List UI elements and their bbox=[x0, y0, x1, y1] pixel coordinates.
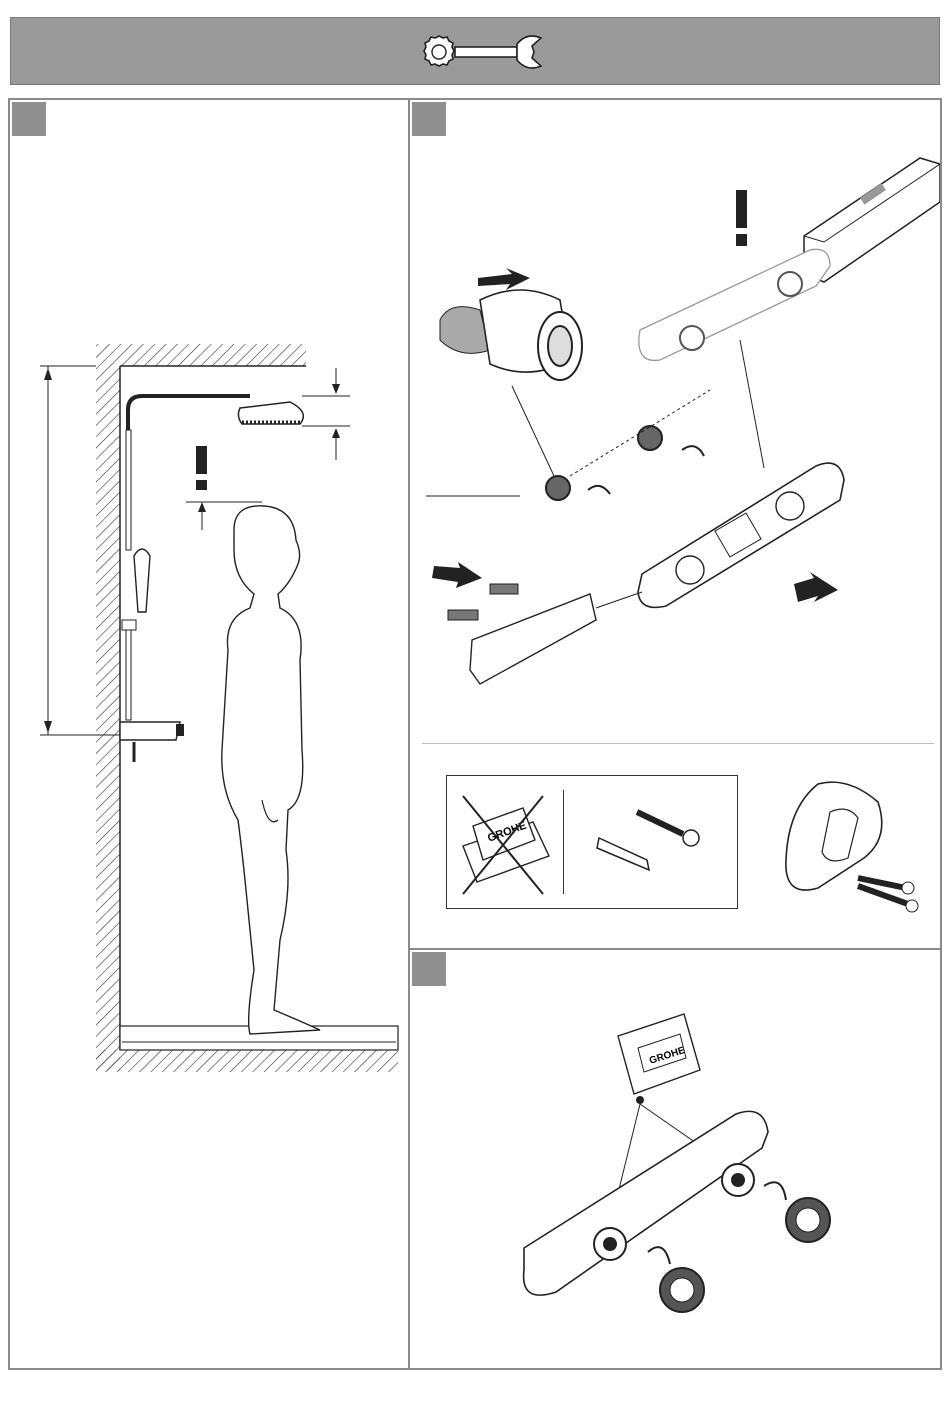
sealant-application-diagram: GROHE bbox=[512, 1008, 842, 1328]
box-separator bbox=[563, 790, 564, 894]
sealant-warning-box: GROHE bbox=[446, 775, 738, 909]
connector-assembly-diagram bbox=[420, 150, 940, 730]
sub-divider bbox=[422, 743, 934, 744]
step-3-marker bbox=[412, 952, 446, 986]
shower-height-diagram bbox=[10, 330, 406, 1080]
step-2-marker bbox=[412, 102, 446, 136]
header-bar bbox=[10, 17, 940, 85]
no-sealant-icon: GROHE bbox=[453, 790, 557, 896]
step-1-marker bbox=[12, 102, 46, 136]
column-divider bbox=[408, 98, 410, 1370]
wall-plug-screw-icon bbox=[587, 800, 717, 890]
mounted-plate-detail bbox=[778, 778, 928, 918]
wrench-icon bbox=[419, 32, 553, 72]
row-divider bbox=[410, 948, 942, 950]
